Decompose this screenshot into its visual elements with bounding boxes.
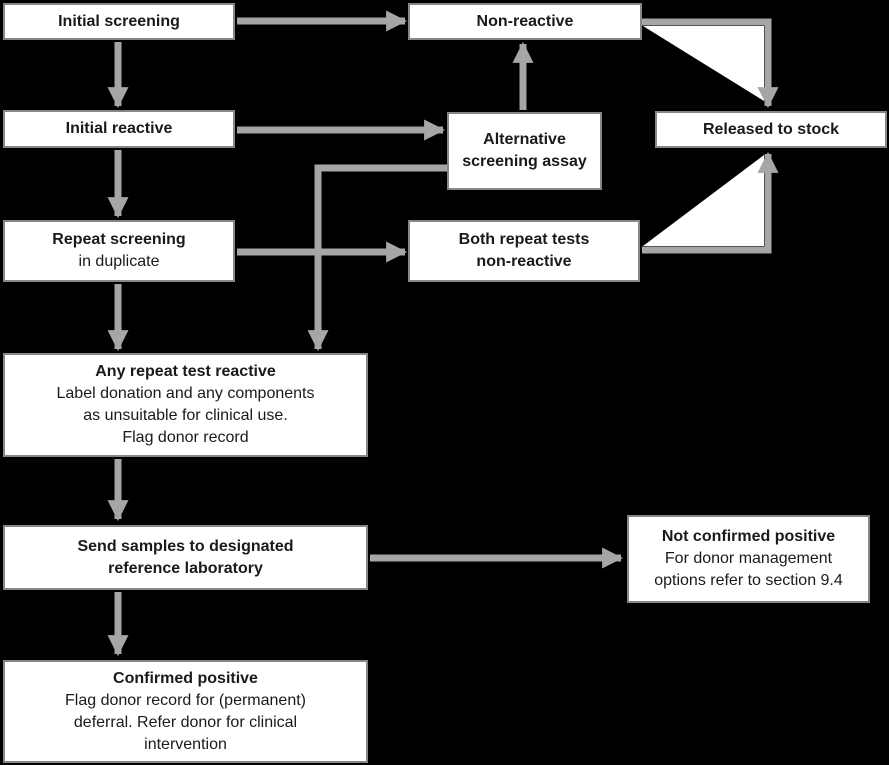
- triangle-nonreactive-to-stock: [643, 26, 764, 101]
- node-label: Not confirmed positive: [661, 528, 836, 545]
- node-send-samples-reference-laboratory: Send samples to designated reference lab…: [3, 525, 368, 590]
- node-label: Non-reactive: [476, 12, 574, 30]
- node-sublabel: Label donation and any components: [56, 385, 315, 402]
- triangle-bothrepeat-to-stock: [643, 155, 764, 246]
- node-released-to-stock: Released to stock: [655, 111, 887, 148]
- node-both-repeat-tests-non-reactive: Both repeat tests non-reactive: [408, 220, 640, 282]
- node-label: Repeat screening: [52, 231, 186, 248]
- node-label: non-reactive: [476, 253, 572, 270]
- node-label: Any repeat test reactive: [95, 363, 276, 380]
- node-sublabel: deferral. Refer donor for clinical: [73, 713, 298, 731]
- node-sublabel: Flag donor record for (permanent): [65, 691, 306, 709]
- node-any-repeat-test-reactive: Any repeat test reactive Label donation …: [3, 353, 368, 457]
- node-sublabel: intervention: [144, 735, 227, 753]
- node-sublabel: For donor management: [664, 550, 833, 567]
- node-label: Initial screening: [58, 12, 180, 30]
- node-sublabel: Flag donor record: [122, 429, 249, 446]
- node-initial-screening: Initial screening: [3, 3, 235, 40]
- node-non-reactive: Non-reactive: [408, 3, 642, 40]
- arrow-alternative-assay-to-any-repeat-reactive: [307, 164, 447, 352]
- node-alternative-screening-assay: Alternative screening assay: [447, 112, 602, 190]
- arrow-both-repeat-tests-to-released-to-stock: [642, 151, 779, 254]
- node-label: Released to stock: [702, 120, 840, 138]
- node-label: Send samples to designated: [77, 537, 294, 555]
- node-repeat-screening: Repeat screening in duplicate: [3, 220, 235, 282]
- node-label: reference laboratory: [108, 559, 263, 577]
- arrow-non-reactive-to-released-to-stock: [642, 18, 779, 109]
- node-label: Alternative: [483, 131, 566, 148]
- node-not-confirmed-positive: Not confirmed positive For donor managem…: [627, 515, 870, 603]
- node-sublabel: as unsuitable for clinical use.: [83, 407, 288, 424]
- node-label: Both repeat tests: [458, 231, 590, 248]
- node-label: screening assay: [462, 153, 587, 170]
- node-label: Initial reactive: [65, 120, 173, 137]
- node-label: Confirmed positive: [113, 669, 258, 687]
- node-sublabel: in duplicate: [78, 253, 160, 270]
- node-initial-reactive: Initial reactive: [3, 110, 235, 148]
- node-confirmed-positive: Confirmed positive Flag donor record for…: [3, 660, 368, 763]
- node-sublabel: options refer to section 9.4: [654, 572, 843, 589]
